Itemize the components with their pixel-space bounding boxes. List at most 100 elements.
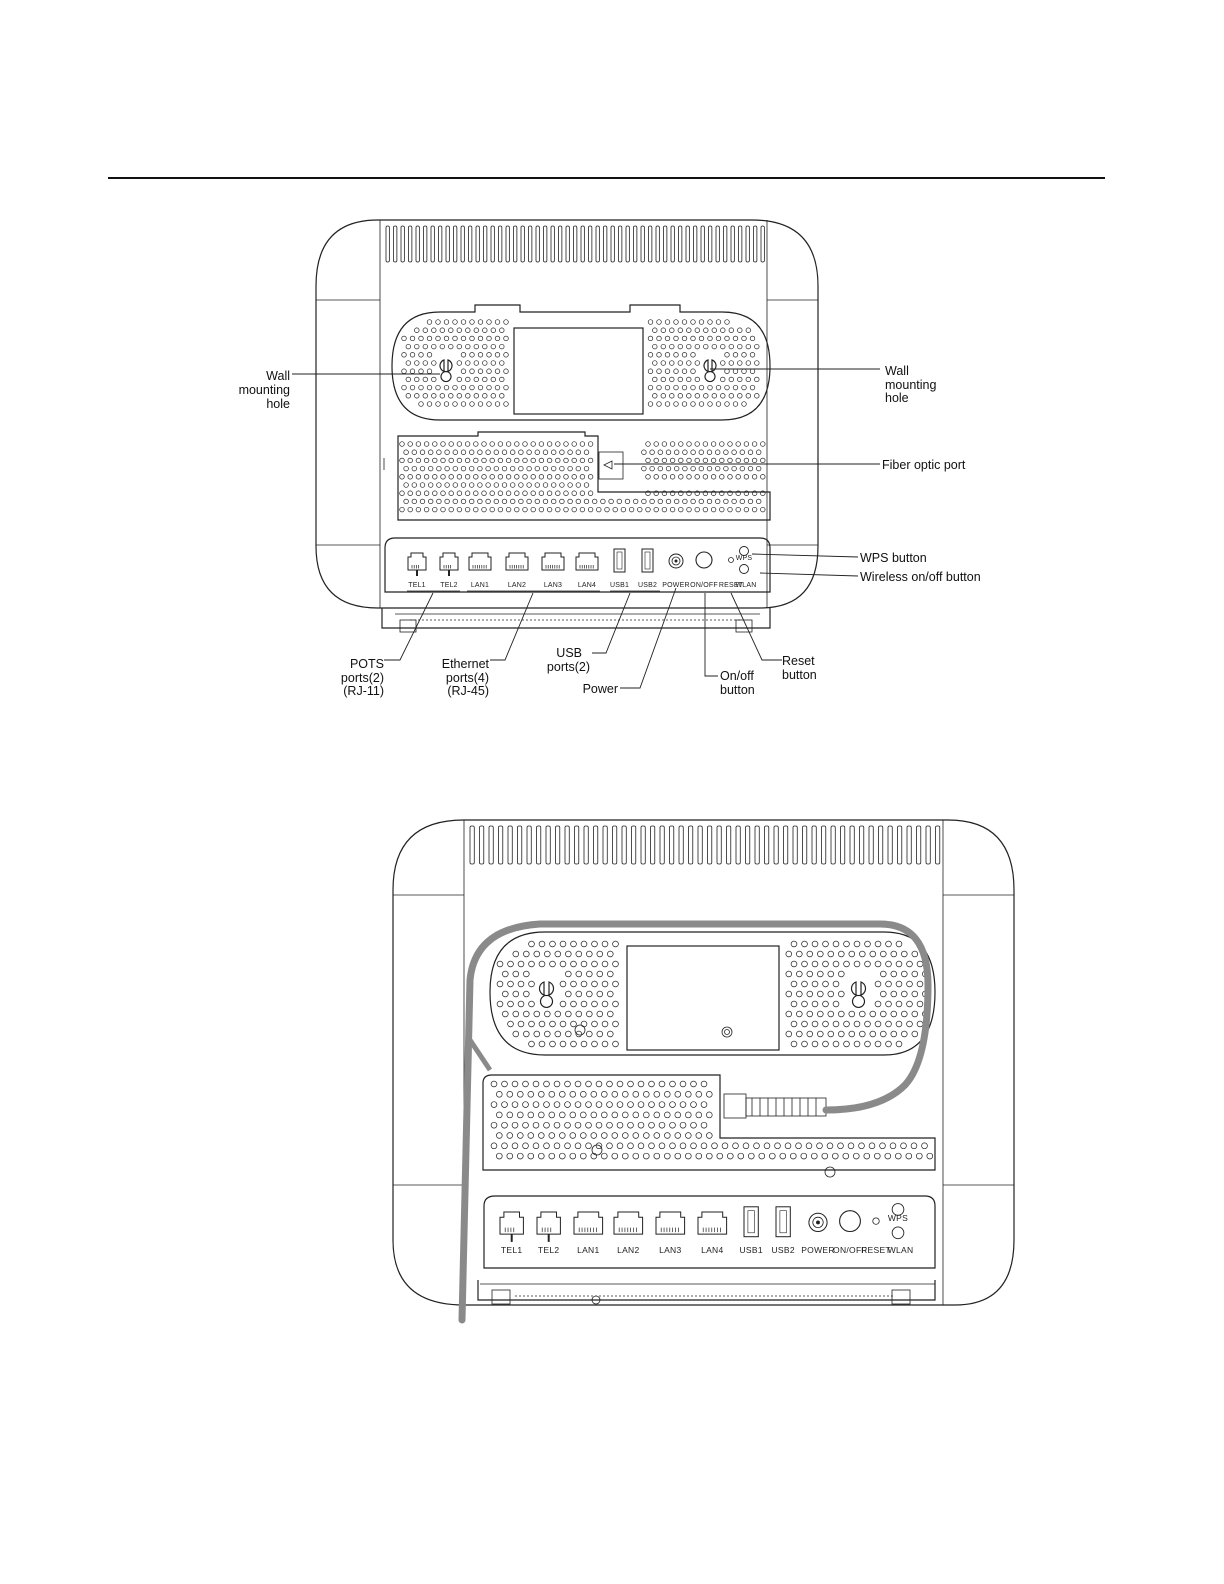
lan-port-4[interactable] <box>697 1211 728 1235</box>
port-label: ON/OFF <box>833 1245 867 1255</box>
tel-port-1[interactable] <box>499 1211 524 1235</box>
port-label: USB2 <box>638 582 657 589</box>
usb-port-2[interactable] <box>775 1206 791 1238</box>
callout-usb: USB ports(2) <box>547 646 590 674</box>
svg-text:On/off: On/off <box>720 669 754 683</box>
svg-text:ports(2): ports(2) <box>547 660 590 674</box>
tel-port-2[interactable] <box>536 1211 561 1235</box>
foot-left-2 <box>491 1289 511 1305</box>
foot-right-2 <box>891 1289 911 1305</box>
fiber-optic-port <box>598 451 624 480</box>
wlan-button[interactable] <box>891 1226 905 1240</box>
port-label: POWER <box>662 582 689 589</box>
foot-right <box>735 619 753 633</box>
callout-wall-right: Wall mounting hole <box>885 364 936 405</box>
foot-left <box>399 619 417 633</box>
svg-text:Ethernet: Ethernet <box>442 657 490 671</box>
reset-button[interactable] <box>872 1217 880 1225</box>
callout-pots: POTS ports(2) (RJ-11) <box>341 657 384 698</box>
svg-text:Wall: Wall <box>885 364 909 378</box>
lower-vent-panel-2 <box>482 1074 936 1171</box>
callout-reset: Reset button <box>782 654 817 682</box>
reset-button[interactable] <box>728 557 734 563</box>
label-plate-2 <box>626 945 780 1051</box>
tel-port-2[interactable] <box>439 552 459 571</box>
svg-text:hole: hole <box>266 397 290 411</box>
svg-text:(RJ-45): (RJ-45) <box>447 684 489 698</box>
lan-port-1[interactable] <box>573 1211 604 1235</box>
callout-wall-left: Wall mounting hole <box>239 369 290 411</box>
usb-port-1[interactable] <box>743 1206 759 1238</box>
port-panel <box>384 537 771 593</box>
svg-text:Reset: Reset <box>782 654 815 668</box>
tel-port-1[interactable] <box>407 552 427 571</box>
svg-text:ports(2): ports(2) <box>341 671 384 685</box>
svg-text:USB: USB <box>556 646 582 660</box>
callout-ethernet: Ethernet ports(4) (RJ-45) <box>442 657 490 698</box>
port-label: TEL2 <box>538 1245 560 1255</box>
callout-wps: WPS button <box>860 551 927 565</box>
wlan-label: WLAN <box>888 1245 914 1255</box>
lan-port-2[interactable] <box>505 552 529 571</box>
wps-label: WPS <box>888 1213 908 1223</box>
lan-port-3[interactable] <box>541 552 565 571</box>
vent-holes-upper <box>401 319 760 407</box>
svg-text:POTS: POTS <box>350 657 384 671</box>
svg-text:mounting: mounting <box>239 383 290 397</box>
label-plate <box>513 327 644 415</box>
port-panel-2 <box>483 1195 936 1269</box>
svg-text:ports(4): ports(4) <box>446 671 489 685</box>
wall-mounting-hole-left <box>439 359 453 383</box>
wall-mounting-hole-left-2 <box>538 981 555 1009</box>
port-label: TEL2 <box>440 582 458 589</box>
power-port[interactable] <box>668 553 684 569</box>
fiber-connector <box>723 1093 827 1119</box>
vent-holes-lower <box>399 441 766 513</box>
lan-port-3[interactable] <box>655 1211 686 1235</box>
callout-leaders <box>292 368 880 689</box>
wps-label: WPS <box>736 555 753 562</box>
port-label: TEL1 <box>501 1245 523 1255</box>
power-port[interactable] <box>808 1212 828 1233</box>
port-label: USB2 <box>771 1245 794 1255</box>
port-label: POWER <box>801 1245 835 1255</box>
callout-onoff: On/off button <box>720 669 755 697</box>
port-label: ON/OFF <box>690 582 718 589</box>
wps-button[interactable] <box>891 1203 905 1216</box>
usb-port-1[interactable] <box>613 548 626 573</box>
mounting-plate <box>391 304 771 421</box>
on-off-button[interactable] <box>695 551 713 569</box>
wall-mounting-hole-right <box>703 359 717 383</box>
svg-text:mounting: mounting <box>885 378 936 392</box>
port-label: RESET <box>861 1245 891 1255</box>
port-label: LAN1 <box>577 1245 599 1255</box>
vent-holes-upper-2 <box>496 940 929 1048</box>
port-label: LAN3 <box>544 582 562 589</box>
svg-text:button: button <box>720 683 755 697</box>
usb-port-2[interactable] <box>641 548 654 573</box>
port-label: USB1 <box>610 582 629 589</box>
svg-text:button: button <box>782 668 817 682</box>
wlan-button[interactable] <box>739 564 749 574</box>
lan-port-2[interactable] <box>613 1211 644 1235</box>
port-label: LAN1 <box>471 582 489 589</box>
port-label: RESET <box>719 582 744 589</box>
port-label: LAN2 <box>508 582 526 589</box>
fiber-cable <box>458 920 932 1324</box>
port-label: LAN4 <box>578 582 596 589</box>
router-body-outline-2 <box>392 819 1015 1306</box>
wps-button[interactable] <box>739 546 749 556</box>
svg-text:hole: hole <box>885 391 909 405</box>
lan-port-4[interactable] <box>575 552 599 571</box>
svg-text:(RJ-11): (RJ-11) <box>343 684 384 698</box>
on-off-button[interactable] <box>839 1210 861 1233</box>
mounting-plate-2 <box>489 931 936 1056</box>
top-vent-slots <box>385 225 765 263</box>
port-label: TEL1 <box>408 582 426 589</box>
header-rule <box>108 177 1105 179</box>
lan-port-1[interactable] <box>468 552 492 571</box>
